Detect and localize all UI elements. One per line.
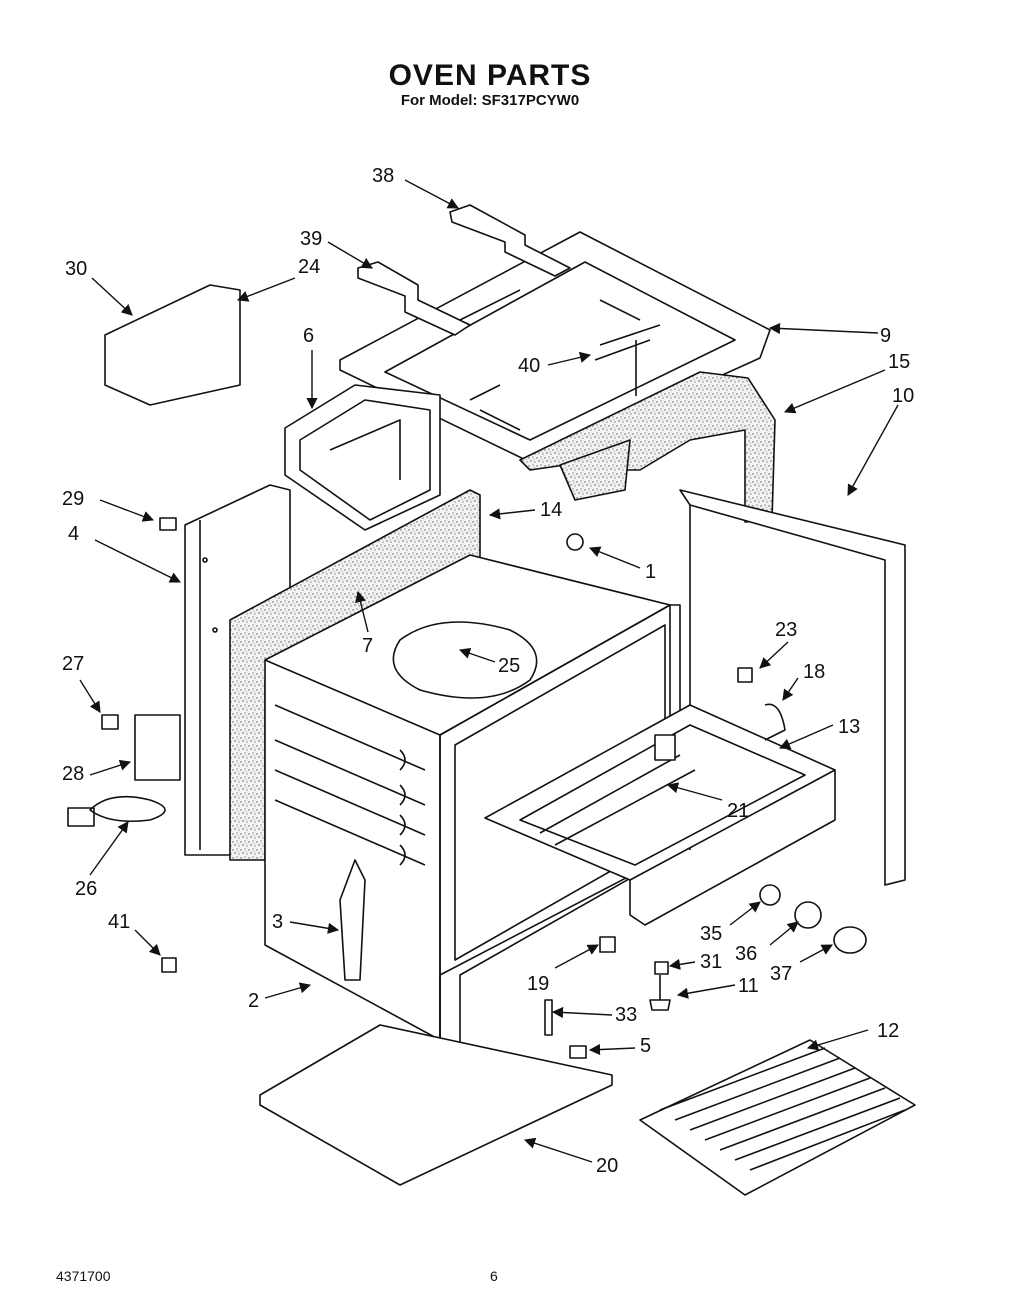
callout-6: 6 <box>303 325 314 347</box>
callout-35: 35 <box>700 923 722 945</box>
clip-part-27 <box>101 714 119 730</box>
knob-part-35 <box>759 884 781 906</box>
callout-24: 24 <box>298 256 320 278</box>
screw-part-5 <box>569 1045 587 1059</box>
bracket-part-19 <box>599 936 616 953</box>
power-cord-part-26 <box>67 795 166 827</box>
bulb-part-37 <box>833 926 867 954</box>
callout-31: 31 <box>700 951 722 973</box>
socket-part-36 <box>794 901 822 929</box>
callout-28: 28 <box>62 763 84 785</box>
model-subtitle: For Model: SF317PCYW0 <box>400 92 580 109</box>
spring-clip-part-18 <box>764 703 786 741</box>
strap-part-38 <box>449 204 571 277</box>
callout-23: 23 <box>775 619 797 641</box>
callout-30: 30 <box>65 258 87 280</box>
leveler-part-11 <box>649 975 671 1011</box>
callout-10: 10 <box>892 385 914 407</box>
control-bracket-part-30 <box>104 284 241 406</box>
callout-26: 26 <box>75 878 97 900</box>
clip-part-31 <box>654 961 669 975</box>
bottom-panel-part-20 <box>259 1024 613 1186</box>
callout-15: 15 <box>888 351 910 373</box>
page-title: OVEN PARTS <box>388 59 592 92</box>
document-number: 4371700 <box>56 1268 111 1284</box>
oven-rack-part-12 <box>639 1039 916 1196</box>
clip-part-41 <box>161 957 177 973</box>
callout-1: 1 <box>645 561 656 583</box>
callout-27: 27 <box>62 653 84 675</box>
callout-41: 41 <box>108 911 130 933</box>
callout-25: 25 <box>498 655 520 677</box>
page-number: 6 <box>490 1268 498 1284</box>
callout-9: 9 <box>880 325 891 347</box>
panel-part-28 <box>134 714 181 781</box>
callout-29: 29 <box>62 488 84 510</box>
callout-37: 37 <box>770 963 792 985</box>
callout-12: 12 <box>877 1020 899 1042</box>
broil-pan-part-13 <box>484 704 836 926</box>
callout-11: 11 <box>738 975 759 997</box>
strap-part-39 <box>357 261 471 336</box>
duct-part-6 <box>284 384 441 531</box>
callout-4: 4 <box>68 523 79 545</box>
thermostat-bulb-part-3 <box>339 859 366 981</box>
diagram-header: OVEN PARTS For Model: SF317PCYW0 <box>0 60 980 110</box>
clip-part-29 <box>159 517 177 531</box>
callout-14: 14 <box>540 499 562 521</box>
callout-19: 19 <box>527 973 549 995</box>
grommet-part-1 <box>566 533 584 551</box>
callout-33: 33 <box>615 1004 637 1026</box>
callout-13: 13 <box>838 716 860 738</box>
callout-18: 18 <box>803 661 825 683</box>
callout-2: 2 <box>248 990 259 1012</box>
callout-3: 3 <box>272 911 283 933</box>
bracket-part-33 <box>544 999 553 1036</box>
callout-5: 5 <box>640 1035 651 1057</box>
callout-7: 7 <box>362 635 373 657</box>
callout-39: 39 <box>300 228 322 250</box>
callout-38: 38 <box>372 165 394 187</box>
callout-40: 40 <box>518 355 540 377</box>
callout-20: 20 <box>596 1155 618 1177</box>
callout-21: 21 <box>727 800 749 822</box>
screw-part-23 <box>737 667 753 683</box>
callout-36: 36 <box>735 943 757 965</box>
top-frame-part <box>339 231 771 463</box>
